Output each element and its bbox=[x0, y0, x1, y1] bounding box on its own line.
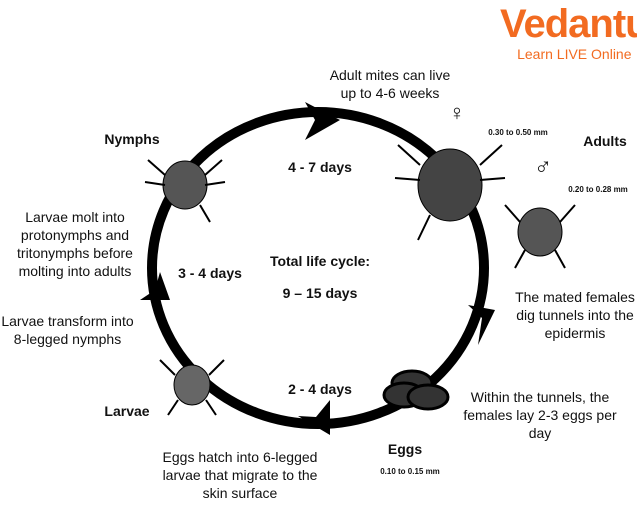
note-molt: Larvae molt into protonymphs and tritony… bbox=[17, 209, 133, 279]
arrow-left bbox=[140, 272, 170, 300]
stage-eggs: Eggs bbox=[387, 441, 423, 457]
stage-larvae: Larvae bbox=[104, 403, 150, 419]
duration-bottom: 2 - 4 days bbox=[288, 381, 352, 397]
note-hatch: Eggs hatch into 6-legged larvae that mig… bbox=[162, 449, 318, 501]
male-size: 0.20 to 0.28 mm bbox=[568, 185, 628, 194]
note-lay: Within the tunnels, the females lay 2-3 … bbox=[463, 389, 617, 441]
female-size: 0.30 to 0.50 mm bbox=[488, 128, 548, 137]
female-mite-icon bbox=[394, 144, 506, 241]
eggs-icon bbox=[382, 369, 450, 411]
egg-size: 0.10 to 0.15 mm bbox=[380, 467, 440, 476]
male-symbol: ♂ bbox=[534, 153, 552, 180]
arrow-bottom bbox=[298, 400, 330, 435]
duration-left: 3 - 4 days bbox=[178, 265, 242, 281]
female-symbol: ♀ bbox=[448, 100, 466, 125]
larva-mite-icon bbox=[159, 359, 225, 416]
note-transform: Larvae transform into 8-legged nymphs bbox=[1, 313, 134, 347]
male-mite-icon bbox=[504, 204, 576, 269]
arrow-right bbox=[468, 305, 495, 345]
note-dig: The mated females dig tunnels into the e… bbox=[515, 289, 635, 341]
stage-adults: Adults bbox=[583, 133, 627, 149]
vedantu-logo: Vedantu Learn LIVE Online bbox=[500, 2, 637, 62]
note-adult-life: Adult mites can live up to 4-6 weeks bbox=[329, 67, 451, 101]
duration-top: 4 - 7 days bbox=[288, 159, 352, 175]
stage-nymphs: Nymphs bbox=[104, 131, 160, 147]
nymph-mite-icon bbox=[144, 159, 226, 223]
total-cycle-title: Total life cycle: bbox=[269, 253, 371, 269]
total-cycle-value: 9 – 15 days bbox=[282, 285, 358, 301]
arrow-top bbox=[305, 102, 340, 140]
logo-name: Vedantu bbox=[500, 2, 637, 46]
logo-tagline: Learn LIVE Online bbox=[517, 46, 632, 62]
